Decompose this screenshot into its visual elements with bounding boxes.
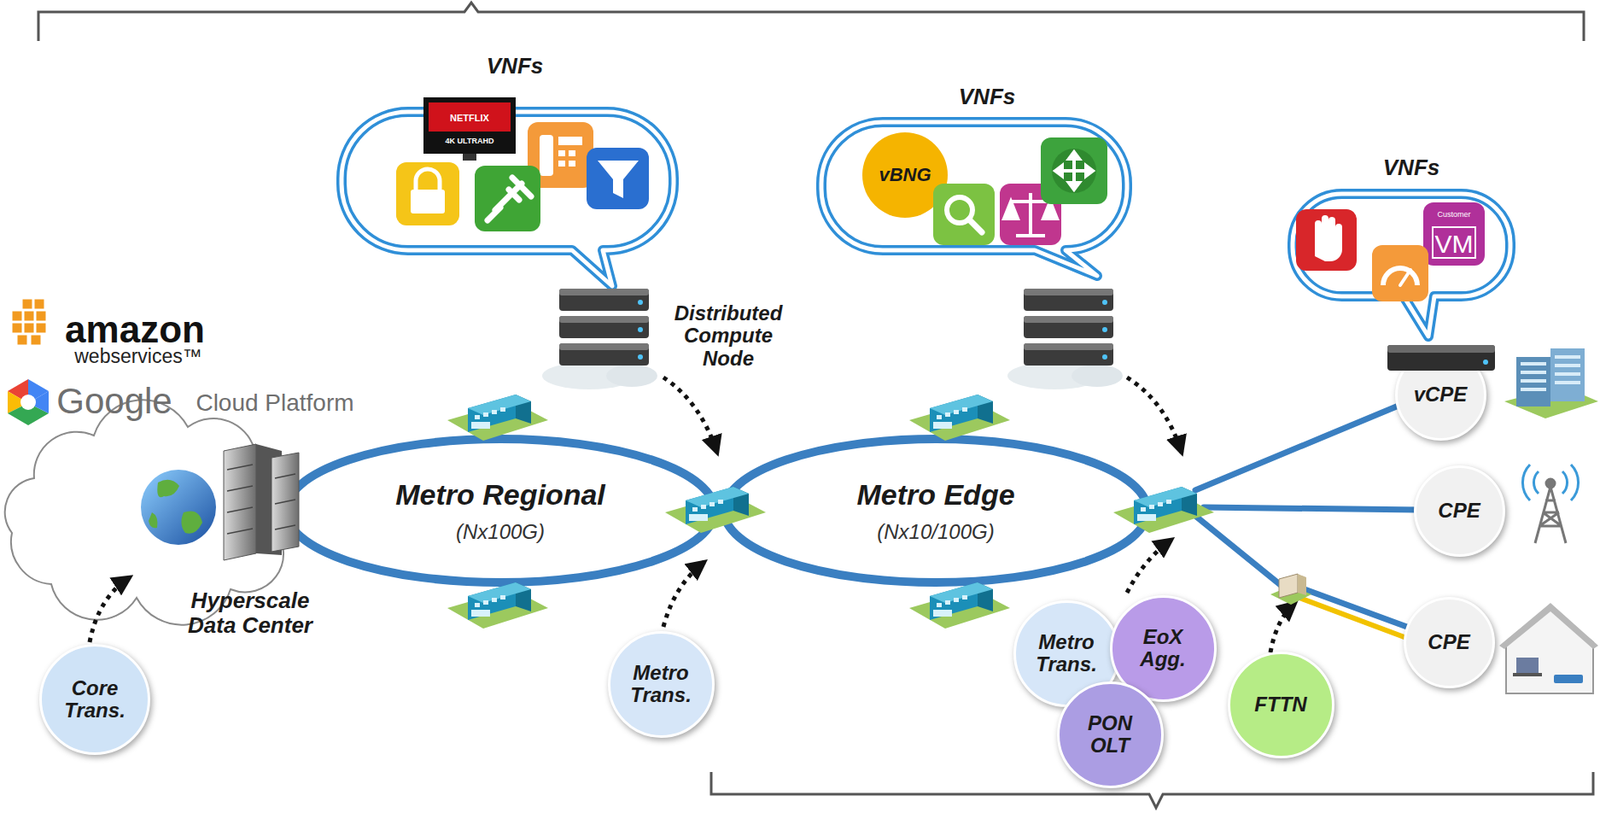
office-building — [1504, 348, 1599, 419]
vcpe-device — [1387, 344, 1495, 371]
bubble-outline — [1287, 188, 1516, 339]
olt-circle: PON OLT — [1056, 681, 1164, 789]
site-label: Distributed Compute Node — [664, 302, 793, 370]
google-cloud-mark — [7, 379, 49, 426]
compute-node — [542, 288, 658, 390]
house — [1499, 602, 1599, 694]
site-label: Hyperscale Data Center — [164, 588, 336, 637]
amazon-logo-mark — [11, 298, 47, 345]
dotted-arrows — [89, 377, 1296, 653]
transport-circle: Metro Trans. — [607, 630, 715, 738]
cpe-circle: vCPE — [1395, 349, 1487, 441]
bubble-border — [821, 122, 1128, 276]
vnf-bubble: VNFsvBNG — [816, 116, 1133, 280]
logo-text: webservices™ — [74, 345, 203, 368]
circle-label: CPE — [1413, 630, 1485, 654]
fiber-link — [1299, 597, 1409, 639]
circle-label: vBNG — [871, 164, 939, 186]
circle-label: EoX Agg. — [1120, 625, 1206, 671]
logo-text: amazon — [64, 309, 205, 351]
street-cabinet — [1270, 573, 1312, 605]
vnf-bubble: VNFs — [1287, 188, 1516, 339]
circle-label: Core Trans. — [50, 677, 140, 722]
bottom-bracket — [711, 771, 1594, 808]
vnf-circle: vBNG — [862, 132, 948, 218]
access-links — [1195, 401, 1419, 630]
metro-ring: Metro Edge (Nx10/100G) — [718, 433, 1153, 588]
bubble-heading: VNFs — [486, 52, 544, 80]
ring-name: Metro Regional — [395, 478, 606, 512]
logo-text: Cloud Platform — [195, 390, 354, 417]
logo-text: Google — [56, 381, 172, 421]
ring-name: Metro Edge — [856, 478, 1015, 512]
bubble-heading: VNFs — [958, 83, 1016, 111]
cpe-circle: CPE — [1403, 596, 1495, 689]
data-center — [140, 443, 299, 561]
bubble-border — [341, 111, 674, 287]
icon-text: NETFLIX — [449, 112, 490, 123]
ring-line — [286, 438, 715, 583]
bubble-border — [1292, 193, 1511, 337]
vnf-bubble: VNFs — [336, 106, 679, 291]
circle-label: Metro Trans. — [1023, 630, 1110, 676]
cell-tower — [1522, 464, 1578, 544]
circle-label: PON OLT — [1067, 712, 1153, 757]
ring-line — [724, 438, 1148, 583]
circle-label: FTTN — [1237, 693, 1324, 716]
central-office — [447, 394, 1215, 629]
icon-text: Customer — [1436, 210, 1471, 220]
bubble-outline — [816, 116, 1133, 280]
top-bracket — [38, 2, 1584, 41]
bubble-border — [1292, 193, 1511, 337]
circle-label: Metro Trans. — [618, 661, 704, 707]
cpe-circle: CPE — [1413, 465, 1506, 557]
ring-outline — [718, 433, 1153, 588]
icon-text: 4K ULTRAHD — [445, 137, 495, 146]
ring-capacity: (Nx100G) — [455, 519, 545, 544]
bubble-border — [341, 111, 674, 287]
metro-ring: Metro Regional (Nx100G) — [280, 433, 720, 588]
compute-node — [1007, 288, 1123, 390]
vnf-icons — [396, 97, 1485, 302]
bubble-heading: VNFs — [1383, 154, 1440, 182]
bubble-outline — [336, 106, 679, 291]
fttn-circle: FTTN — [1227, 651, 1335, 759]
circle-label: vCPE — [1404, 383, 1477, 406]
ring-outline — [280, 433, 720, 588]
circle-label: CPE — [1423, 499, 1495, 522]
bubble-border — [821, 122, 1128, 276]
ring-capacity: (Nx10/100G) — [876, 519, 994, 544]
icon-text: VM — [1435, 229, 1474, 258]
transport-circle: Core Trans. — [39, 643, 151, 755]
